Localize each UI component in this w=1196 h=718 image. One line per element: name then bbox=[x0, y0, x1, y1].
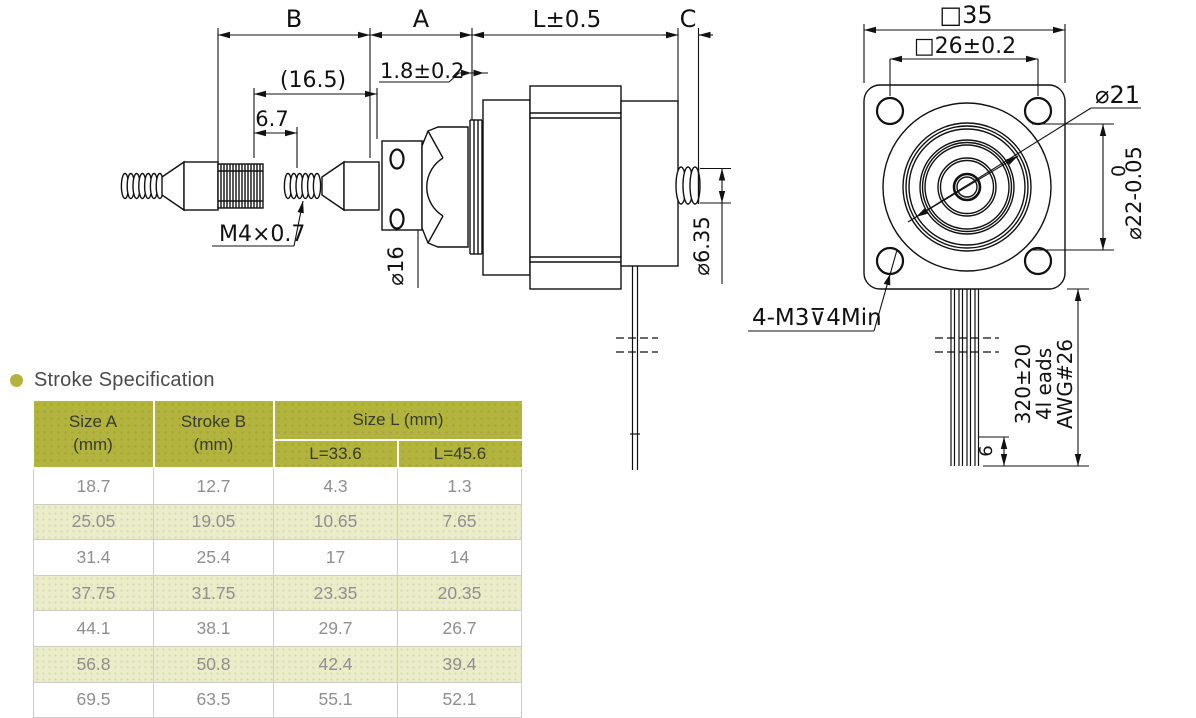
knurled-shaft bbox=[217, 163, 264, 209]
table-cell: 31.4 bbox=[33, 539, 154, 576]
extension-lines bbox=[217, 28, 700, 168]
lead-wire-side bbox=[616, 266, 658, 470]
table-cell: 18.7 bbox=[33, 467, 154, 505]
dim-dia635 bbox=[700, 167, 731, 284]
stroke-spec-table: Size A (mm) Stroke B (mm) Size L (mm) L=… bbox=[33, 401, 522, 718]
detached-screw-assembly bbox=[120, 160, 264, 212]
table-cell: 25.05 bbox=[33, 503, 154, 541]
table-cell: 63.5 bbox=[153, 681, 274, 718]
table-cell: 14 bbox=[397, 539, 522, 576]
shaft-circle bbox=[952, 172, 982, 202]
col-header-stroke-b: Stroke B (mm) bbox=[152, 401, 275, 469]
dim-label-c: C bbox=[680, 5, 697, 33]
rear-shaft-thread bbox=[675, 166, 701, 205]
front-view-drawing: □35 □26±0.2 ⌀21 0 ⌀22-0.05 4-M3⊽4Min 320… bbox=[748, 1, 1146, 467]
strip-length-label: 6 bbox=[976, 445, 997, 456]
sq26-label: □26±0.2 bbox=[914, 34, 1016, 59]
section-title: Stroke Specification bbox=[10, 369, 215, 392]
col-header-size-a: Size A (mm) bbox=[33, 401, 155, 469]
flange-plate bbox=[381, 140, 423, 231]
col-header-stroke-b-unit: (mm) bbox=[193, 435, 234, 454]
table-cell: 23.35 bbox=[273, 574, 398, 612]
section-title-text: Stroke Specification bbox=[34, 369, 215, 391]
dim-label-16-5: (16.5) bbox=[280, 68, 346, 93]
table-cell: 19.05 bbox=[153, 503, 274, 541]
lead-count-label: 4l eads bbox=[1032, 348, 1056, 420]
table-cell: 26.7 bbox=[397, 610, 522, 647]
col-header-size-a-label: Size A bbox=[68, 412, 118, 432]
dim-sq26 bbox=[889, 55, 1039, 96]
lead-gauge-label: AWG#26 bbox=[1053, 339, 1077, 429]
dim-lead-length bbox=[1009, 288, 1089, 467]
table-cell: 12.7 bbox=[153, 467, 274, 505]
dia635-label: ⌀6.35 bbox=[690, 216, 714, 275]
dim-label-l: L±0.5 bbox=[533, 7, 602, 33]
dim-dia22 bbox=[1032, 123, 1114, 251]
thread-callout-leader bbox=[212, 200, 304, 247]
bullet-icon bbox=[10, 374, 23, 387]
table-cell: 69.5 bbox=[33, 681, 154, 718]
thread-callout-label: M4×0.7 bbox=[219, 222, 305, 247]
attached-screw-tip bbox=[283, 160, 380, 212]
table-cell: 38.1 bbox=[153, 610, 274, 647]
col-header-stroke-b-label: Stroke B bbox=[180, 412, 247, 432]
mounting-plates-edge bbox=[469, 119, 483, 255]
table-cell: 1.3 bbox=[397, 467, 522, 505]
dim-label-a: A bbox=[413, 5, 430, 33]
sq35-label: □35 bbox=[939, 1, 992, 29]
dim-dia21-leader bbox=[907, 107, 1141, 223]
dia22-label: ⌀22-0.05 bbox=[1122, 146, 1146, 240]
dim-strip-6 bbox=[979, 436, 1009, 467]
table-cell: 31.75 bbox=[153, 574, 274, 612]
dim-label-1-8: 1.8±0.2 bbox=[380, 59, 464, 83]
table-cell: 56.8 bbox=[33, 645, 154, 683]
mounting-plate bbox=[863, 84, 1066, 290]
tap-callout-leader bbox=[748, 249, 898, 332]
table-cell: 39.4 bbox=[397, 645, 522, 683]
dim-dia16 bbox=[410, 140, 425, 288]
table-cell: 37.75 bbox=[33, 574, 154, 612]
col-header-size-l: Size L (mm) bbox=[272, 401, 522, 441]
dia22-tol-label: 0 bbox=[1108, 165, 1130, 177]
dim-1-8-leader bbox=[379, 69, 488, 83]
table-cell: 50.8 bbox=[153, 645, 274, 683]
sub-header-l1: L=33.6 bbox=[273, 439, 399, 469]
table-cell: 10.65 bbox=[273, 503, 398, 541]
table-cell: 25.4 bbox=[153, 539, 274, 576]
nose-cone bbox=[421, 126, 469, 248]
pilot-circles bbox=[882, 102, 1052, 272]
table-cell: 20.35 bbox=[397, 574, 522, 612]
dimension-lines-top bbox=[218, 31, 713, 137]
lead-wires-front bbox=[935, 289, 999, 466]
dim-sq35 bbox=[863, 24, 1066, 83]
table-cell: 29.7 bbox=[273, 610, 398, 647]
tap-callout-label: 4-M3⊽4Min bbox=[752, 305, 882, 331]
col-header-size-a-unit: (mm) bbox=[73, 435, 113, 454]
bolt-holes bbox=[875, 96, 1053, 276]
dia21-label: ⌀21 bbox=[1095, 81, 1140, 109]
table-cell: 55.1 bbox=[273, 681, 398, 718]
sub-header-l2: L=45.6 bbox=[396, 439, 522, 469]
table-cell: 52.1 bbox=[397, 681, 522, 718]
dim-label-b: B bbox=[286, 5, 302, 33]
table-cell: 7.65 bbox=[397, 503, 522, 541]
dim-label-6-7: 6.7 bbox=[255, 107, 288, 131]
table-cell: 4.3 bbox=[273, 467, 398, 505]
motor-body bbox=[482, 85, 679, 290]
table-cell: 44.1 bbox=[33, 610, 154, 647]
table-cell: 42.4 bbox=[273, 645, 398, 683]
table-cell: 17 bbox=[273, 539, 398, 576]
lead-length-label: 320±20 bbox=[1011, 344, 1035, 424]
dia16-label: ⌀16 bbox=[384, 246, 408, 285]
